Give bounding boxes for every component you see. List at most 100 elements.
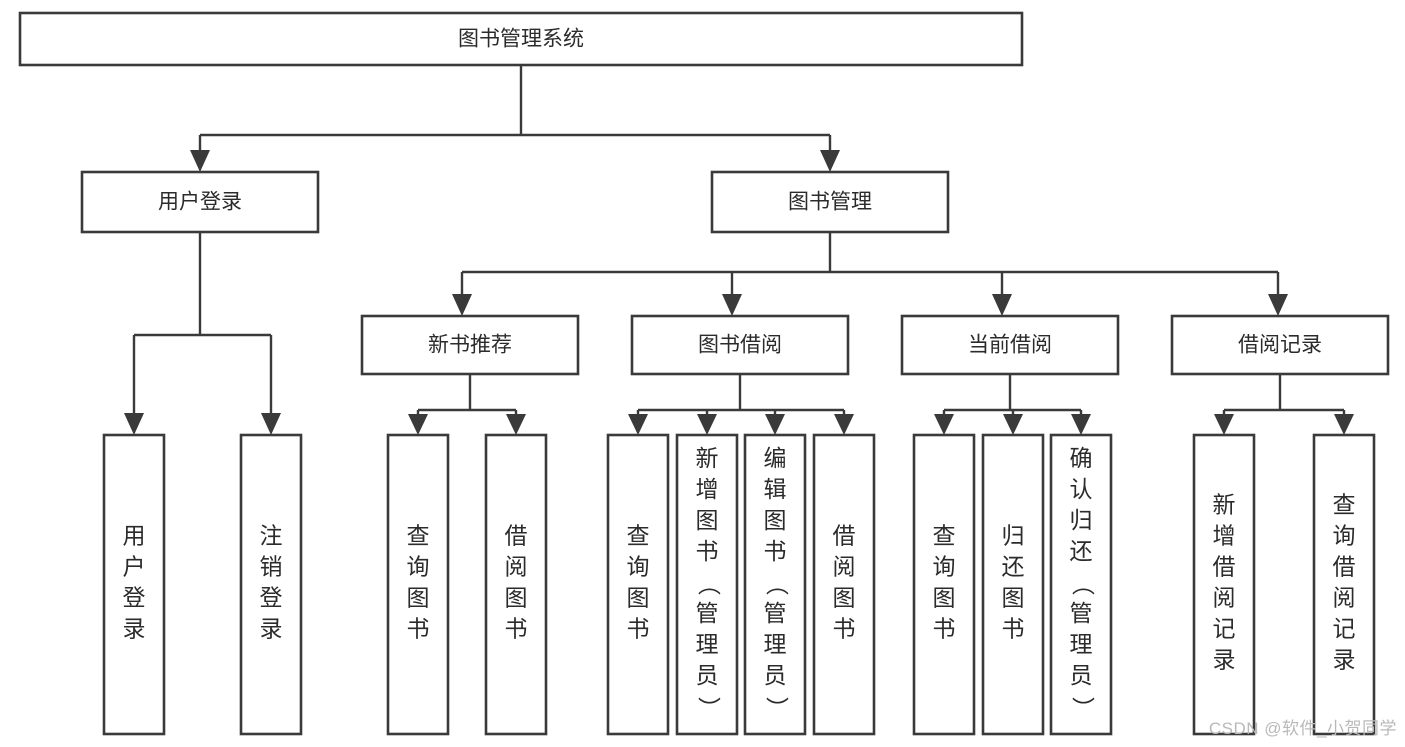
svg-text:记: 记 bbox=[1333, 616, 1356, 642]
leaf-box-query-book-3[interactable] bbox=[912, 433, 976, 736]
svg-text:书: 书 bbox=[505, 616, 528, 642]
svg-text:查: 查 bbox=[1333, 492, 1356, 518]
arrowhead-to-new-books bbox=[452, 294, 472, 316]
arrowhead-leaf-query-book-3 bbox=[934, 414, 954, 435]
leaf-box-confirm-return-admin[interactable] bbox=[1049, 433, 1113, 736]
svg-text:图: 图 bbox=[1002, 585, 1025, 611]
arrowhead-to-borrow-records bbox=[1268, 294, 1288, 316]
arrowhead-to-current-borrow bbox=[992, 294, 1012, 316]
leaf-box-return-book[interactable] bbox=[981, 433, 1045, 736]
svg-text:书: 书 bbox=[833, 616, 856, 642]
svg-text:）: ） bbox=[764, 697, 790, 720]
arrowhead-leaf-edit-book bbox=[765, 414, 785, 435]
arrowhead-leaf-query-record bbox=[1334, 414, 1354, 435]
arrowhead-leaf-query-book-1 bbox=[408, 414, 428, 435]
svg-text:借: 借 bbox=[833, 523, 856, 549]
svg-text:（: （ bbox=[764, 573, 790, 596]
svg-text:理: 理 bbox=[1070, 631, 1093, 657]
leaf-box-add-borrow-record[interactable] bbox=[1192, 433, 1256, 736]
svg-text:询: 询 bbox=[933, 554, 956, 580]
node-new-book-recommend-label: 新书推荐 bbox=[428, 334, 512, 357]
node-borrow-records-box[interactable] bbox=[1170, 314, 1390, 376]
edge-bookborrow-bus bbox=[636, 374, 846, 416]
arrowhead-leaf-borrow-book-1 bbox=[506, 414, 526, 435]
arrowhead-leaf-return-book bbox=[1003, 414, 1023, 435]
svg-text:归: 归 bbox=[1070, 507, 1093, 533]
svg-text:阅: 阅 bbox=[1333, 585, 1356, 611]
node-book-management-box[interactable] bbox=[710, 170, 950, 234]
edge-root-bus bbox=[198, 65, 832, 152]
svg-text:用: 用 bbox=[123, 523, 146, 549]
csdn-watermark: CSDN @软件_小贺同学 bbox=[1208, 719, 1397, 738]
svg-text:员: 员 bbox=[1070, 662, 1093, 688]
svg-text:借: 借 bbox=[1213, 554, 1236, 580]
node-current-borrow-label: 当前借阅 bbox=[968, 334, 1052, 357]
svg-text:图: 图 bbox=[933, 585, 956, 611]
svg-text:书: 书 bbox=[933, 616, 956, 642]
arrowhead-leaf-logout bbox=[261, 413, 281, 435]
node-root-box[interactable] bbox=[18, 11, 1024, 67]
svg-text:还: 还 bbox=[1070, 538, 1093, 564]
node-new-book-recommend-box[interactable] bbox=[360, 314, 580, 376]
svg-text:编: 编 bbox=[764, 445, 787, 471]
leaf-box-query-book-1[interactable] bbox=[386, 433, 450, 736]
svg-text:书: 书 bbox=[407, 616, 430, 642]
svg-text:）: ） bbox=[696, 697, 722, 720]
node-root-label: 图书管理系统 bbox=[458, 28, 584, 51]
arrowhead-to-book-mgmt bbox=[820, 150, 840, 172]
svg-text:新: 新 bbox=[1213, 492, 1236, 518]
svg-text:理: 理 bbox=[764, 631, 787, 657]
leaf-box-borrow-book-2[interactable] bbox=[812, 433, 876, 736]
node-user-login-box[interactable] bbox=[80, 170, 320, 234]
node-borrow-records-label: 借阅记录 bbox=[1238, 334, 1322, 357]
svg-text:注: 注 bbox=[260, 523, 283, 549]
leaf-box-user-login[interactable] bbox=[102, 433, 166, 736]
svg-text:销: 销 bbox=[260, 554, 283, 580]
arrowhead-to-book-borrow bbox=[722, 294, 742, 316]
svg-text:户: 户 bbox=[123, 554, 146, 580]
edge-currentborrow-bus bbox=[942, 374, 1083, 416]
node-book-borrow-box[interactable] bbox=[630, 314, 850, 376]
edge-bookmgmt-bus bbox=[460, 232, 1280, 296]
svg-text:查: 查 bbox=[933, 523, 956, 549]
leaf-box-borrow-book-1[interactable] bbox=[484, 433, 548, 736]
svg-text:询: 询 bbox=[407, 554, 430, 580]
svg-text:录: 录 bbox=[123, 616, 146, 642]
svg-text:还: 还 bbox=[1002, 554, 1025, 580]
leaf-box-edit-book-admin[interactable] bbox=[743, 433, 807, 736]
svg-text:录: 录 bbox=[1333, 647, 1356, 673]
leaf-box-query-borrow-record[interactable] bbox=[1312, 433, 1376, 736]
svg-text:询: 询 bbox=[627, 554, 650, 580]
svg-text:确: 确 bbox=[1070, 445, 1093, 471]
leaf-box-logout[interactable] bbox=[239, 433, 303, 736]
svg-text:（: （ bbox=[1070, 573, 1096, 596]
svg-text:图: 图 bbox=[696, 507, 719, 533]
node-current-borrow-box[interactable] bbox=[900, 314, 1120, 376]
node-user-login-label: 用户登录 bbox=[158, 191, 242, 214]
svg-text:图: 图 bbox=[764, 507, 787, 533]
svg-text:图: 图 bbox=[407, 585, 430, 611]
svg-text:录: 录 bbox=[1213, 647, 1236, 673]
arrowhead-leaf-user-login bbox=[124, 413, 144, 435]
svg-text:查: 查 bbox=[627, 523, 650, 549]
svg-text:辑: 辑 bbox=[764, 476, 787, 502]
svg-text:理: 理 bbox=[696, 631, 719, 657]
arrowhead-leaf-add-book bbox=[697, 414, 717, 435]
svg-text:记: 记 bbox=[1213, 616, 1236, 642]
leaf-label-user-login: 用户登录 bbox=[123, 523, 146, 642]
svg-text:书: 书 bbox=[627, 616, 650, 642]
svg-text:查: 查 bbox=[407, 523, 430, 549]
leaf-box-query-book-2[interactable] bbox=[606, 433, 670, 736]
leaf-box-add-book-admin[interactable] bbox=[675, 433, 739, 736]
svg-text:增: 增 bbox=[696, 476, 719, 502]
